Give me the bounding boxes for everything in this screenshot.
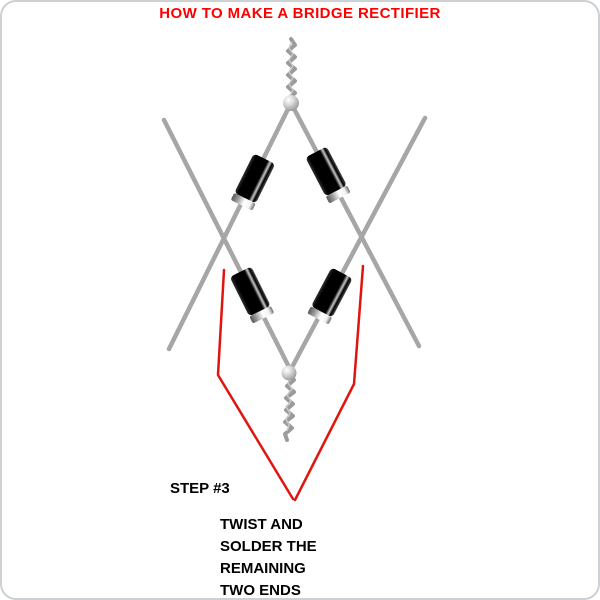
instruction-line-2: SOLDER THE xyxy=(220,538,317,555)
twisted-wire-bottom-highlight xyxy=(285,376,293,432)
diode-top-left xyxy=(231,154,274,210)
pointer-line-right xyxy=(293,264,365,502)
diode-top-right xyxy=(306,147,350,203)
diode-bottom-left xyxy=(231,267,274,323)
instruction-line-1: TWIST AND xyxy=(220,516,303,533)
solder-ball-top xyxy=(283,95,299,111)
wire-lead-upper-right xyxy=(287,115,428,374)
diode-body xyxy=(231,267,270,316)
instruction-line-3: REMAINING xyxy=(220,560,306,577)
diode-band xyxy=(249,306,274,323)
twisted-wire-bottom-rope xyxy=(283,372,296,442)
twisted-wire-top-rope xyxy=(286,37,297,105)
diode-band xyxy=(307,306,332,324)
twisted-wire-bottom xyxy=(283,372,296,442)
step-label: STEP #3 xyxy=(170,480,230,497)
pointer-line-left xyxy=(216,268,295,501)
wire-lead-upper-left xyxy=(161,117,294,374)
instruction-line-4: TWO ENDS xyxy=(220,582,301,599)
instruction-text: TWIST AND SOLDER THE REMAINING TWO ENDS xyxy=(220,514,317,599)
diode-body xyxy=(312,268,352,317)
diode-body xyxy=(235,154,274,203)
diode-body xyxy=(306,147,346,196)
page-title: HOW TO MAKE A BRIDGE RECTIFIER xyxy=(159,5,441,22)
twisted-wire-top xyxy=(286,37,297,105)
solder-ball-bottom xyxy=(281,365,297,381)
twisted-wire-top-highlight xyxy=(288,41,294,97)
diode-band xyxy=(326,186,350,203)
wire-lead-lower-right xyxy=(288,100,422,349)
diode-band xyxy=(231,193,256,210)
wire-lead-lower-left xyxy=(166,100,294,352)
diode-bottom-right xyxy=(307,268,352,324)
